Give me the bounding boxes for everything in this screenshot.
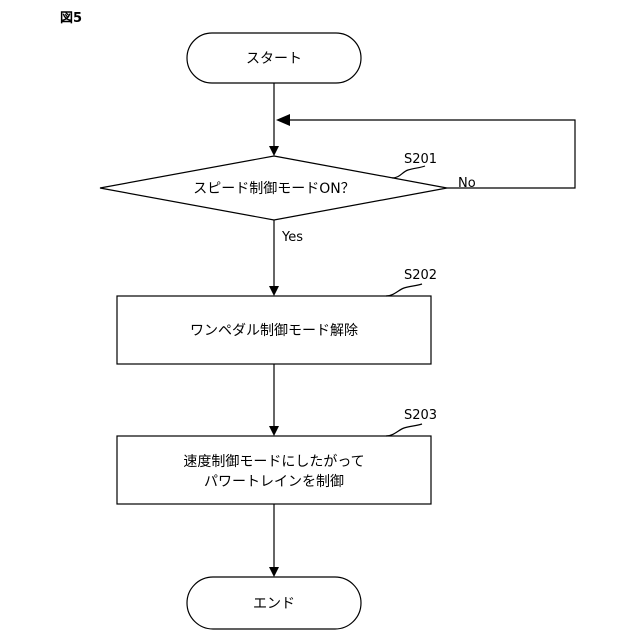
process2-shape xyxy=(117,436,431,504)
process2-node: 速度制御モードにしたがって パワートレインを制御 xyxy=(117,436,431,504)
process2-text-line1: 速度制御モードにしたがって xyxy=(183,454,364,470)
figure-label: 図5 xyxy=(60,11,82,26)
start-text: スタート xyxy=(246,51,302,67)
yes-label: Yes xyxy=(281,230,303,245)
s203-label: S203 xyxy=(404,408,437,423)
end-text: エンド xyxy=(253,596,295,612)
arrowhead-process2 xyxy=(269,426,279,436)
arrowhead-loop xyxy=(276,114,290,126)
s201-leader xyxy=(392,166,425,178)
arrowhead-decision xyxy=(269,146,279,156)
decision-text: スピード制御モードON？ xyxy=(193,181,355,197)
s201-label: S201 xyxy=(404,152,437,167)
s203-leader xyxy=(386,424,422,436)
process1-node: ワンペダル制御モード解除 xyxy=(117,296,431,364)
decision-node: スピード制御モードON？ xyxy=(100,156,447,220)
process2-text-line2: パワートレインを制御 xyxy=(204,474,344,490)
arrowhead-end xyxy=(269,567,279,577)
arrowhead-process1 xyxy=(269,286,279,296)
s202-label: S202 xyxy=(404,268,437,283)
s202-leader xyxy=(386,284,422,296)
start-terminal: スタート xyxy=(187,33,361,83)
process1-text: ワンペダル制御モード解除 xyxy=(190,323,358,339)
no-label: No xyxy=(458,176,476,191)
end-terminal: エンド xyxy=(187,577,361,629)
